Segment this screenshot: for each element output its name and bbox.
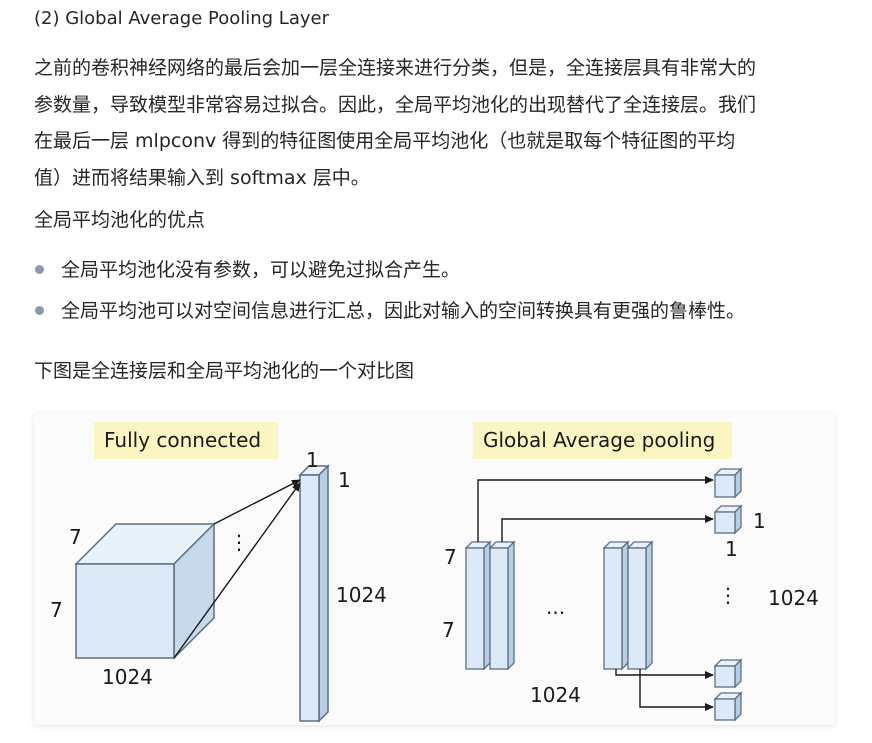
paragraph-line: 之前的卷积神经网络的最后会加一层全连接来进行分类，但是，全连接层具有非常大的 [34,57,757,79]
output-cube [713,658,743,689]
list-item: 全局平均池化没有参数，可以避免过拟合产生。 [34,255,745,296]
paragraph-line: 在最后一层 mlpconv 得到的特征图使用全局平均池化（也就是取每个特征图的平… [34,130,736,152]
gap-maps-dots: ... [546,595,565,619]
gap-label-bg [473,422,732,459]
fc-label: Fully connected [104,428,261,452]
intro-paragraph: 之前的卷积神经网络的最后会加一层全连接来进行分类，但是，全连接层具有非常大的 参… [34,50,844,196]
feature-map [488,540,516,671]
paragraph-line: 参数量，导致模型非常容易过拟合。因此，全局平均池化的出现替代了全连接层。我们 [34,93,757,116]
gap-output-below-label: 1 [725,537,738,561]
feature-map [626,540,654,671]
figure-caption: 下图是全连接层和全局平均池化的一个对比图 [34,360,415,382]
bullet-dot-icon [35,306,44,315]
gap-connector [501,515,714,542]
feature-map [464,540,492,671]
input-cube [74,522,216,660]
cube-depth-label: 7 [69,525,82,549]
feature-map [602,540,630,671]
gap-connector [639,669,714,711]
output-cube [713,691,743,722]
gap-output-dots: ⋮ [718,583,738,607]
cube-width-label: 1024 [102,665,153,689]
gap-connector [477,476,714,542]
fc-arrow-top [213,479,301,525]
paragraph-line: 值）进而将结果输入到 softmax 层中。 [34,166,370,189]
gap-maps-count-label: 1024 [530,683,581,707]
fc-top-label: 1 [306,448,319,472]
gap-map-height-label: 7 [444,545,457,569]
output-cube [713,504,743,535]
fc-size-label: 1024 [336,583,387,607]
list-item-text: 全局平均池可以对空间信息进行汇总，因此对输入的空间转换具有更强的鲁棒性。 [61,300,746,322]
advantages-title: 全局平均池化的优点 [34,209,206,231]
fc-dots: ⋮ [229,530,249,554]
gap-connector [615,669,714,679]
list-item-text: 全局平均池化没有参数，可以避免过拟合产生。 [61,259,461,281]
advantages-list: 全局平均池化没有参数，可以避免过拟合产生。 全局平均池可以对空间信息进行汇总，因… [34,255,745,337]
section-heading: (2) Global Average Pooling Layer [34,8,329,29]
fc-side-label: 1 [338,468,351,492]
gap-label: Global Average pooling [483,428,715,452]
gap-output-count-label: 1024 [768,586,819,610]
bullet-dot-icon [35,265,44,274]
cube-height-label: 7 [50,598,63,622]
gap-output-side-label: 1 [753,509,766,533]
fc-arrow-bottom [173,482,301,659]
fc-label-bg [94,422,278,459]
comparison-figure: Fully connected Global Average pooling 7… [34,413,835,725]
fc-column [298,464,330,723]
list-item: 全局平均池可以对空间信息进行汇总，因此对输入的空间转换具有更强的鲁棒性。 [34,296,745,337]
comparison-diagram: Fully connected Global Average pooling 7… [50,422,819,723]
gap-map-width-label: 7 [442,618,455,642]
output-cube [713,467,743,499]
